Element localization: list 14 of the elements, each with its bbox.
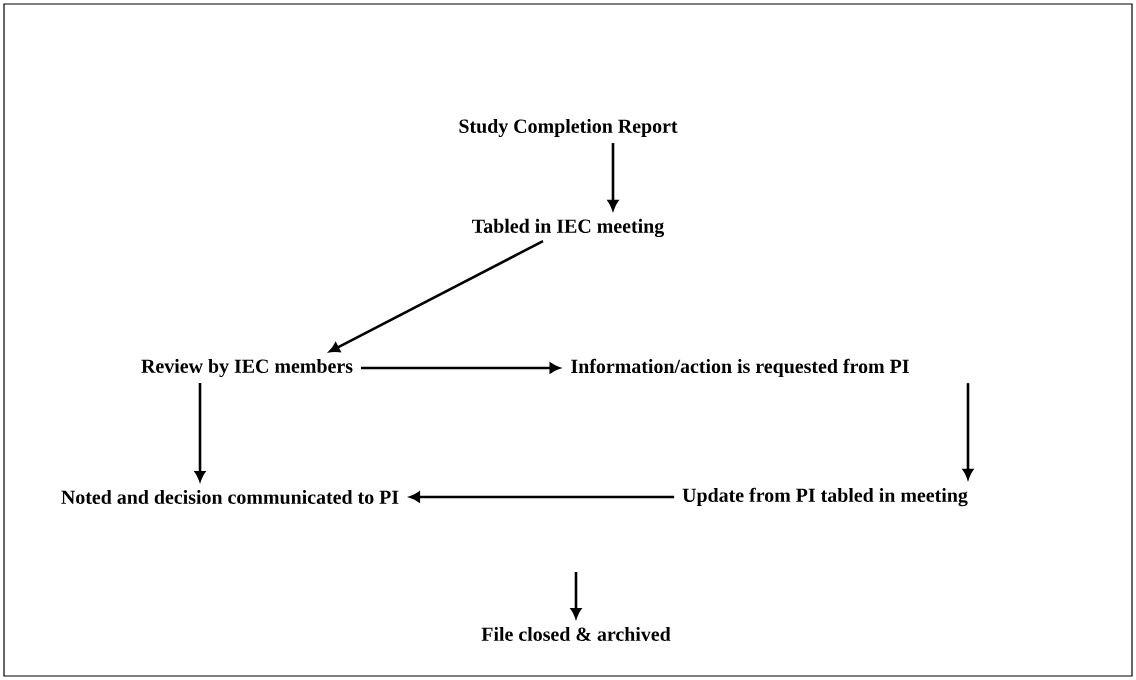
arrow — [194, 383, 206, 482]
step-text: Noted and decision communicated to PI — [61, 489, 399, 505]
arrow — [329, 239, 544, 353]
arrow — [409, 491, 675, 503]
arrow — [607, 143, 619, 211]
step-text: Information/action is requested from PI — [571, 358, 909, 378]
arrow — [570, 572, 582, 619]
step-text: Review by IEC members — [141, 358, 353, 378]
step-text: Tabled in IEC meeting — [472, 218, 665, 238]
step-text: Update from PI tabled in meeting — [682, 487, 968, 507]
step-text: Study Completion Report — [459, 118, 678, 138]
step-text: File closed & archived — [481, 626, 671, 641]
arrow — [361, 362, 560, 374]
arrow — [962, 383, 974, 479]
